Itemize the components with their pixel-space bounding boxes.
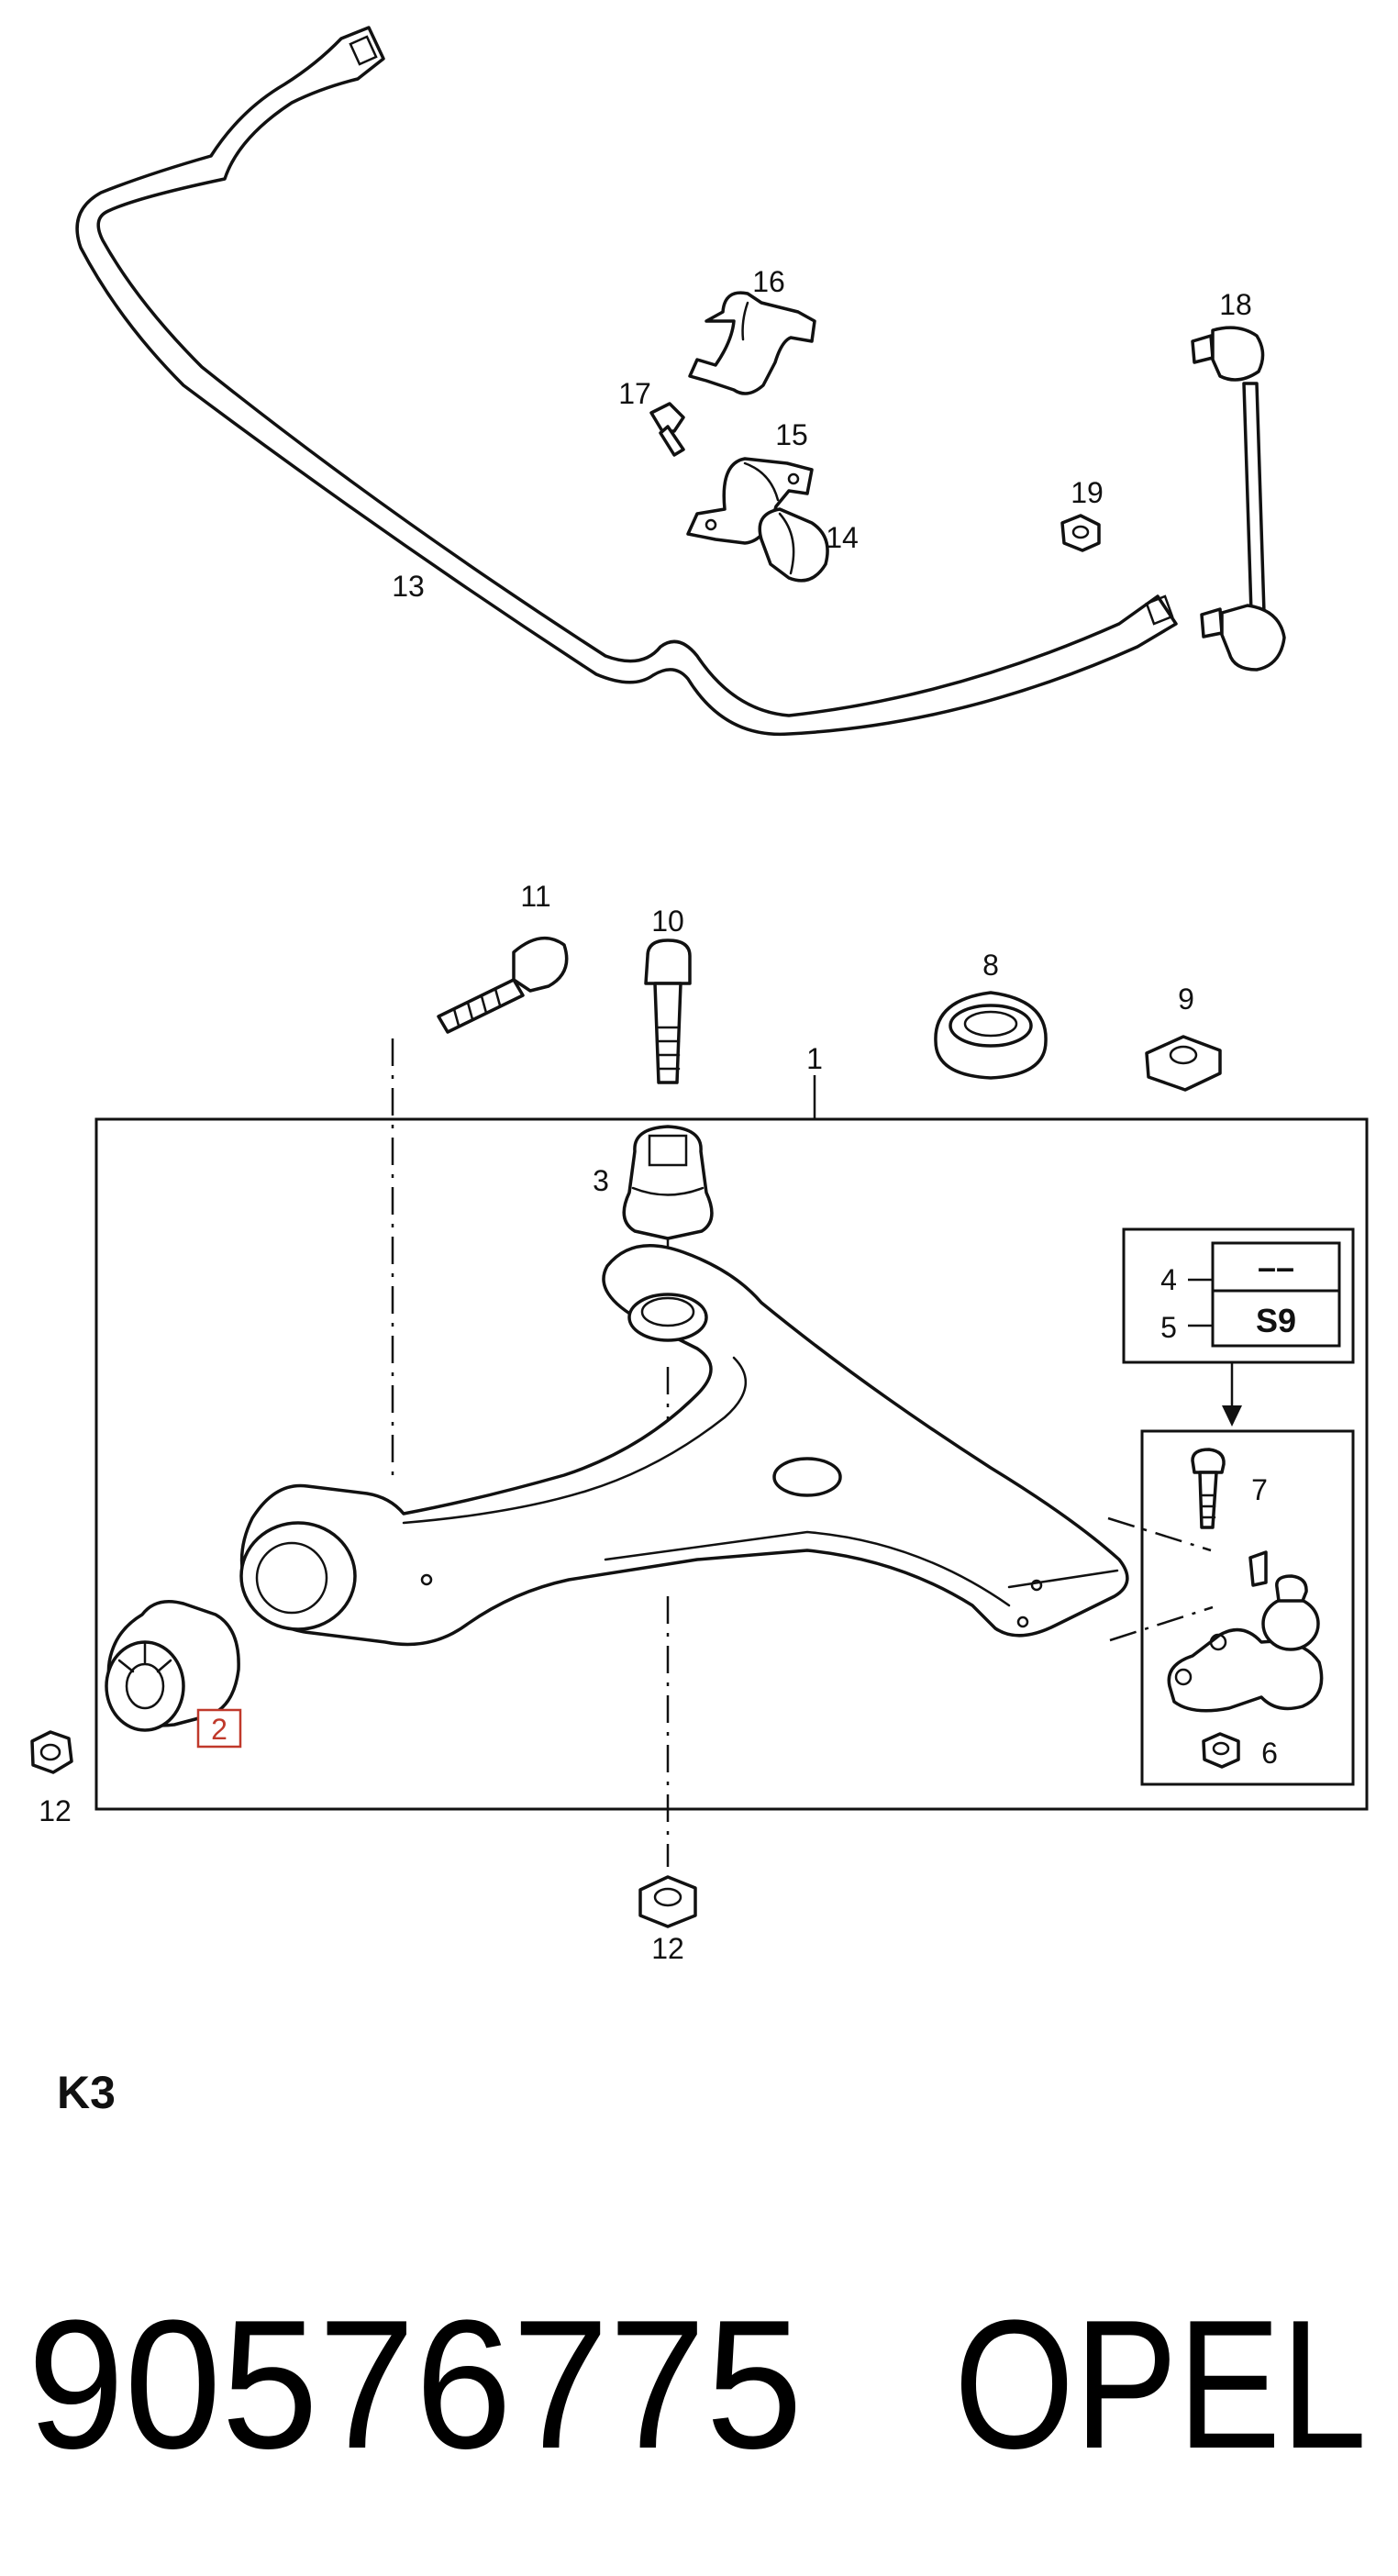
callout-12-left: 12 — [39, 1794, 72, 1827]
callout-15: 15 — [775, 418, 808, 451]
callout-5: 5 — [1160, 1311, 1177, 1344]
ball-joint-box — [1140, 1429, 1355, 1786]
callout-19: 19 — [1071, 476, 1104, 509]
callout-4: 4 — [1160, 1263, 1177, 1296]
flange-nut-left — [30, 1730, 73, 1774]
section-code: K3 — [57, 2067, 116, 2118]
flange-nut-bottom — [638, 1875, 697, 1928]
ball-joint — [1167, 1550, 1324, 1713]
callout-17: 17 — [618, 377, 651, 410]
part-number: 90576775 — [28, 2282, 803, 2487]
callout-2: 2 — [211, 1713, 227, 1746]
callout-1: 1 — [806, 1042, 823, 1075]
stabilizer-clamp-lower — [686, 457, 814, 545]
control-arm — [239, 1244, 1129, 1647]
mount-bolt — [644, 938, 692, 1084]
callout-9: 9 — [1178, 983, 1194, 1016]
callout-7: 7 — [1251, 1473, 1268, 1506]
pivot-bolt — [437, 936, 569, 1034]
control-arm-rear-mount — [622, 1125, 714, 1240]
callout-14: 14 — [826, 521, 859, 554]
table-arrow-head — [1222, 1405, 1242, 1427]
brand-name: OPEL — [954, 2282, 1367, 2487]
assembly-frame — [94, 1117, 1369, 1811]
stabilizer-bushing — [758, 507, 829, 583]
callout-16: 16 — [752, 265, 785, 298]
stabilizer-link — [1191, 326, 1286, 672]
callout-18: 18 — [1219, 288, 1252, 321]
variant-table: 4 5 –– S9 — [1122, 1227, 1355, 1364]
link-nut — [1060, 514, 1101, 552]
callout-3: 3 — [593, 1164, 609, 1197]
ball-joint-nut — [1202, 1732, 1240, 1769]
control-arm-front-bushing — [105, 1600, 240, 1732]
variant-row-4-value: –– — [1258, 1249, 1294, 1286]
stabilizer-clamp-upper — [688, 291, 816, 395]
highlight-box-2 — [196, 1708, 242, 1749]
callout-11: 11 — [520, 880, 550, 913]
clamp-bolt — [649, 402, 685, 457]
callout-8: 8 — [982, 949, 999, 982]
callout-6: 6 — [1261, 1737, 1278, 1770]
alignment-line-balljoint-upper — [1107, 1516, 1212, 1552]
callout-13: 13 — [392, 570, 425, 603]
flange-nut — [1145, 1035, 1222, 1092]
callout-12-bottom: 12 — [651, 1932, 684, 1965]
mount-bushing-ring — [934, 991, 1048, 1080]
variant-row-5-value: S9 — [1256, 1302, 1296, 1339]
callout-10: 10 — [651, 905, 684, 938]
stabilizer-bar — [75, 26, 1178, 737]
ball-joint-bolt — [1191, 1448, 1226, 1529]
alignment-line-balljoint-lower — [1109, 1605, 1214, 1642]
